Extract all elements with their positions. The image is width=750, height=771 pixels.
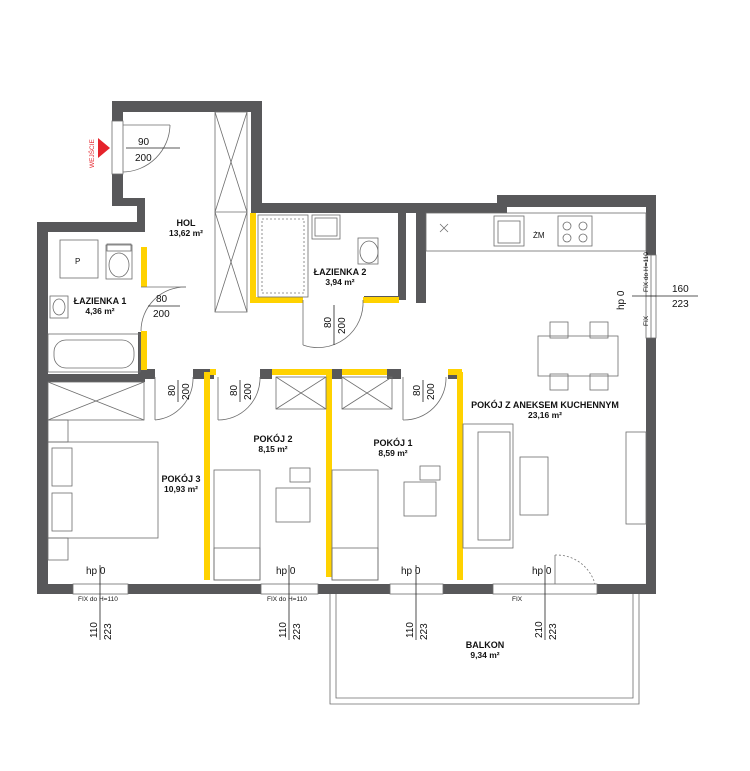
window-dimensions: 160 223 hp 0 FIX do H=110 FIX hp 0 FIX d… <box>78 252 698 640</box>
door-dimensions: 80 200 80 200 80 200 80 200 80 200 <box>148 294 437 402</box>
room-area-lazienka-1: 4,36 m² <box>85 306 114 316</box>
room-name-pokoj-2: POKÓJ 2 <box>253 433 292 444</box>
east-window-width: 160 <box>672 284 689 295</box>
room-name-balkon: BALKON <box>466 640 505 650</box>
room2-door-width: 80 <box>229 384 240 396</box>
room-area-lazienka-2: 3,94 m² <box>325 277 354 287</box>
room-area-balkon: 9,34 m² <box>470 650 499 660</box>
south-window-3-height: 223 <box>419 623 430 640</box>
south-window-1-width: 110 <box>89 622 100 638</box>
room3-door-height: 200 <box>181 383 192 400</box>
room3-door-width: 80 <box>167 384 178 396</box>
south-window-3-hp: hp 0 <box>401 566 421 577</box>
room-name-pokoj-z-aneksem: POKÓJ Z ANEKSEM KUCHENNYM <box>471 399 619 410</box>
room-area-pokoj-2: 8,15 m² <box>258 444 287 454</box>
south-window-2-fix: FIX do H=110 <box>267 596 307 603</box>
east-window-height: 223 <box>672 299 689 310</box>
south-window-4-width: 210 <box>534 621 545 638</box>
south-window-2-height: 223 <box>292 623 303 640</box>
room-name-pokoj-3: POKÓJ 3 <box>161 473 200 484</box>
partition-walls <box>141 213 463 580</box>
room-area-pokoj-3: 10,93 m² <box>164 484 198 494</box>
entrance-label: WEJŚCIE <box>87 138 96 168</box>
bath1-door-height: 200 <box>153 309 170 320</box>
entrance-door-width: 90 <box>138 137 150 148</box>
room-area-pokoj-z-aneksem: 23,16 m² <box>528 410 562 420</box>
room-name-hol: HOL <box>177 218 197 228</box>
room1-door-width: 80 <box>412 384 423 396</box>
washer-label: P <box>75 257 80 266</box>
bath2-door-height: 200 <box>337 317 348 334</box>
fridge-label: ŻM <box>533 231 545 240</box>
east-window-hp: hp 0 <box>616 290 627 310</box>
entrance-door-height: 200 <box>135 153 152 164</box>
entrance-marker: WEJŚCIE 90 200 <box>87 137 180 168</box>
room1-door-height: 200 <box>426 383 437 400</box>
bath1-door-width: 80 <box>156 294 168 305</box>
south-window-4-height: 223 <box>548 623 559 640</box>
south-window-1-fix: FIX do H=110 <box>78 596 118 603</box>
room2-door-height: 200 <box>243 383 254 400</box>
room-name-lazienka-2: ŁAZIENKA 2 <box>314 267 367 277</box>
east-window-fix-1: FIX do H=110 <box>643 252 650 292</box>
room-area-pokoj-1: 8,59 m² <box>378 448 407 458</box>
south-window-4-hp: hp 0 <box>532 566 552 577</box>
south-window-3-width: 110 <box>405 622 416 638</box>
room-area-hol: 13,62 m² <box>169 228 203 238</box>
south-window-4-fix: FIX <box>512 596 523 603</box>
room-name-lazienka-1: ŁAZIENKA 1 <box>74 296 127 306</box>
bath2-door-width: 80 <box>323 316 334 328</box>
east-window-fix-2: FIX <box>643 315 650 326</box>
south-window-2-width: 110 <box>278 622 289 638</box>
furniture: P ŻM <box>47 111 647 581</box>
structural-walls <box>37 101 656 594</box>
entrance-arrow-icon <box>98 138 110 158</box>
room-name-pokoj-1: POKÓJ 1 <box>373 437 412 448</box>
balcony <box>329 594 640 705</box>
doors <box>111 120 596 585</box>
south-window-1-hp: hp 0 <box>86 566 106 577</box>
room-labels: HOL 13,62 m² ŁAZIENKA 1 4,36 m² ŁAZIENKA… <box>74 218 619 660</box>
south-window-2-hp: hp 0 <box>276 566 296 577</box>
south-window-1-height: 223 <box>103 623 114 640</box>
